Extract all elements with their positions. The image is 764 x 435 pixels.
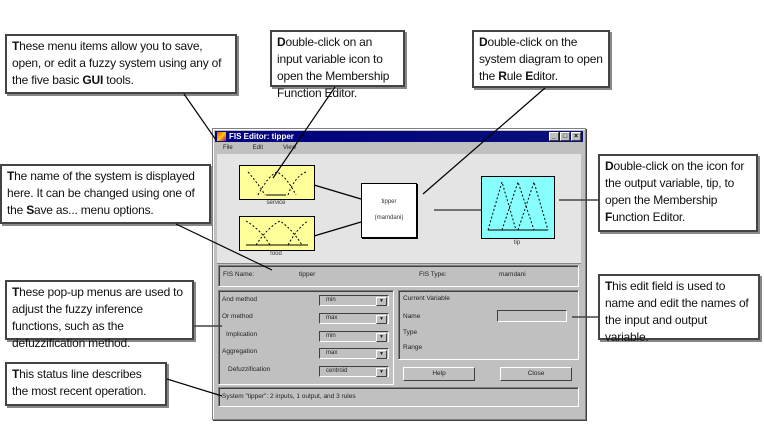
help-button[interactable]: Help (403, 367, 475, 381)
and-method-popup[interactable]: min ▼ (319, 295, 389, 306)
chevron-down-icon: ▼ (376, 333, 387, 342)
status-line: System "tipper": 2 inputs, 1 output, and… (218, 387, 579, 407)
input-variable-service[interactable] (239, 165, 315, 200)
or-method-popup[interactable]: max ▼ (319, 313, 389, 324)
callout-status-line: This status line describes the most rece… (5, 362, 167, 406)
implication-value: min (326, 333, 336, 339)
callout-popup-menus: These pop-up menus are used to adjust th… (5, 280, 194, 350)
title-bar[interactable]: FIS Editor: tipper _ □ × (215, 131, 583, 142)
membership-function-icon (245, 220, 309, 246)
fis-editor-window: FIS Editor: tipper _ □ × File Edit View se… (212, 128, 586, 420)
chevron-down-icon: ▼ (376, 297, 387, 306)
system-diagram: service food tipper (mamdani) tip (217, 154, 581, 264)
chevron-down-icon: ▼ (376, 315, 387, 324)
fis-name-value: tipper (299, 271, 316, 278)
close-button[interactable]: × (571, 132, 581, 141)
chevron-down-icon: ▼ (376, 368, 387, 377)
menu-bar: File Edit View (215, 143, 583, 153)
aggregation-label: Aggregation (222, 348, 258, 355)
implication-label: Implication (226, 331, 258, 338)
input-variable-food[interactable] (239, 216, 315, 251)
menu-view[interactable]: View (283, 145, 296, 151)
fis-name-label: FIS Name: (223, 271, 255, 278)
minimize-button[interactable]: _ (549, 132, 559, 141)
window-title: FIS Editor: tipper (229, 132, 294, 141)
close-dialog-button[interactable]: Close (500, 367, 572, 381)
variable-type-label: Type (403, 329, 418, 336)
methods-panel: And method min ▼ Or method max ▼ Implicati… (218, 290, 394, 385)
aggregation-value: max (326, 350, 338, 356)
menu-edit[interactable]: Edit (252, 145, 264, 151)
connection-lines (313, 184, 481, 237)
aggregation-popup[interactable]: max ▼ (319, 348, 389, 359)
system-method: (mamdani) (374, 215, 404, 221)
membership-function-icon (247, 171, 307, 196)
variable-range-label: Range (403, 344, 423, 351)
menu-file[interactable]: File (223, 145, 233, 151)
output-variable-tip[interactable] (481, 176, 555, 239)
callout-input-variable: Double-click on an input variable icon t… (270, 30, 405, 100)
output-label-tip: tip (513, 240, 521, 246)
or-method-value: max (326, 315, 338, 321)
defuzzification-value: centroid (326, 368, 348, 374)
chevron-down-icon: ▼ (376, 350, 387, 359)
and-method-value: min (326, 297, 336, 303)
variable-name-label: Name (403, 313, 421, 320)
input-label-food: food (270, 251, 282, 257)
defuzzification-popup[interactable]: centroid ▼ (319, 366, 389, 377)
callout-menu-items: These menu items allow you to save, open… (5, 34, 237, 94)
callout-output-variable: Double-click on the icon for the output … (598, 154, 758, 232)
matlab-app-icon (217, 132, 226, 141)
membership-function-icon (487, 180, 549, 231)
current-variable-panel: Current Variable Name Type Range (398, 290, 579, 360)
status-text: System "tipper": 2 inputs, 1 output, and… (222, 393, 356, 400)
defuzzification-label: Defuzzification (228, 366, 271, 373)
and-method-label: And method (222, 296, 258, 303)
input-label-service: service (266, 200, 286, 206)
implication-popup[interactable]: min ▼ (319, 331, 389, 342)
system-block[interactable]: tipper (mamdani) (361, 183, 417, 238)
variable-name-input[interactable] (497, 310, 567, 322)
callout-system-name: The name of the system is displayed here… (0, 164, 211, 224)
fis-info-panel: FIS Name: tipper FIS Type: mamdani (218, 265, 579, 287)
current-variable-heading: Current Variable (403, 295, 450, 302)
or-method-label: Or method (222, 313, 253, 320)
maximize-button[interactable]: □ (560, 132, 570, 141)
callout-edit-field: This edit field is used to name and edit… (598, 274, 760, 344)
fis-type-value: mamdani (499, 271, 526, 278)
system-name: tipper (381, 199, 397, 205)
callout-system-diagram: Double-click on the system diagram to op… (472, 30, 610, 88)
fis-type-label: FIS Type: (419, 271, 447, 278)
